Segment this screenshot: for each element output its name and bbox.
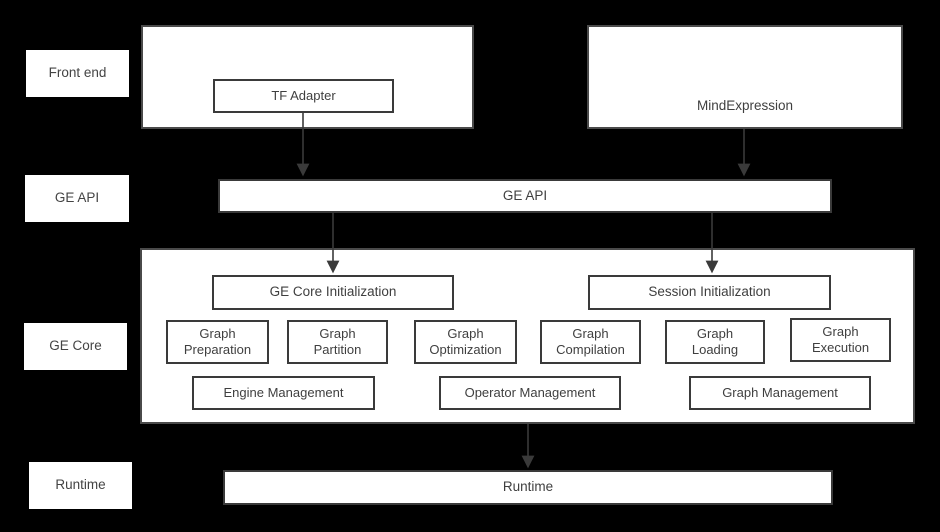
tf-adapter-box: TF Adapter xyxy=(213,79,394,113)
mindexpression-group: MindExpression xyxy=(587,25,903,129)
module-graph-partition: Graph Partition xyxy=(287,320,388,364)
module-graph-loading: Graph Loading xyxy=(665,320,765,364)
layer-label-ge-core: GE Core xyxy=(24,323,127,370)
module-graph-compilation: Graph Compilation xyxy=(540,320,641,364)
ge-core-initialization-box: GE Core Initialization xyxy=(212,275,454,310)
mindexpression-title: MindExpression xyxy=(696,98,794,113)
manager-operator-management: Operator Management xyxy=(439,376,621,410)
tensorflow-group: Tensorflow xyxy=(141,25,474,129)
session-initialization-box: Session Initialization xyxy=(588,275,831,310)
manager-graph-management: Graph Management xyxy=(689,376,871,410)
module-graph-preparation: Graph Preparation xyxy=(166,320,269,364)
runtime-bar: Runtime xyxy=(223,470,833,505)
layer-label-runtime: Runtime xyxy=(29,462,132,509)
layer-label-front-end: Front end xyxy=(26,50,129,97)
module-graph-optimization: Graph Optimization xyxy=(414,320,517,364)
module-graph-execution: Graph Execution xyxy=(790,318,891,362)
manager-engine-management: Engine Management xyxy=(192,376,375,410)
layer-label-ge-api: GE API xyxy=(25,175,129,222)
ge-api-bar: GE API xyxy=(218,179,832,213)
